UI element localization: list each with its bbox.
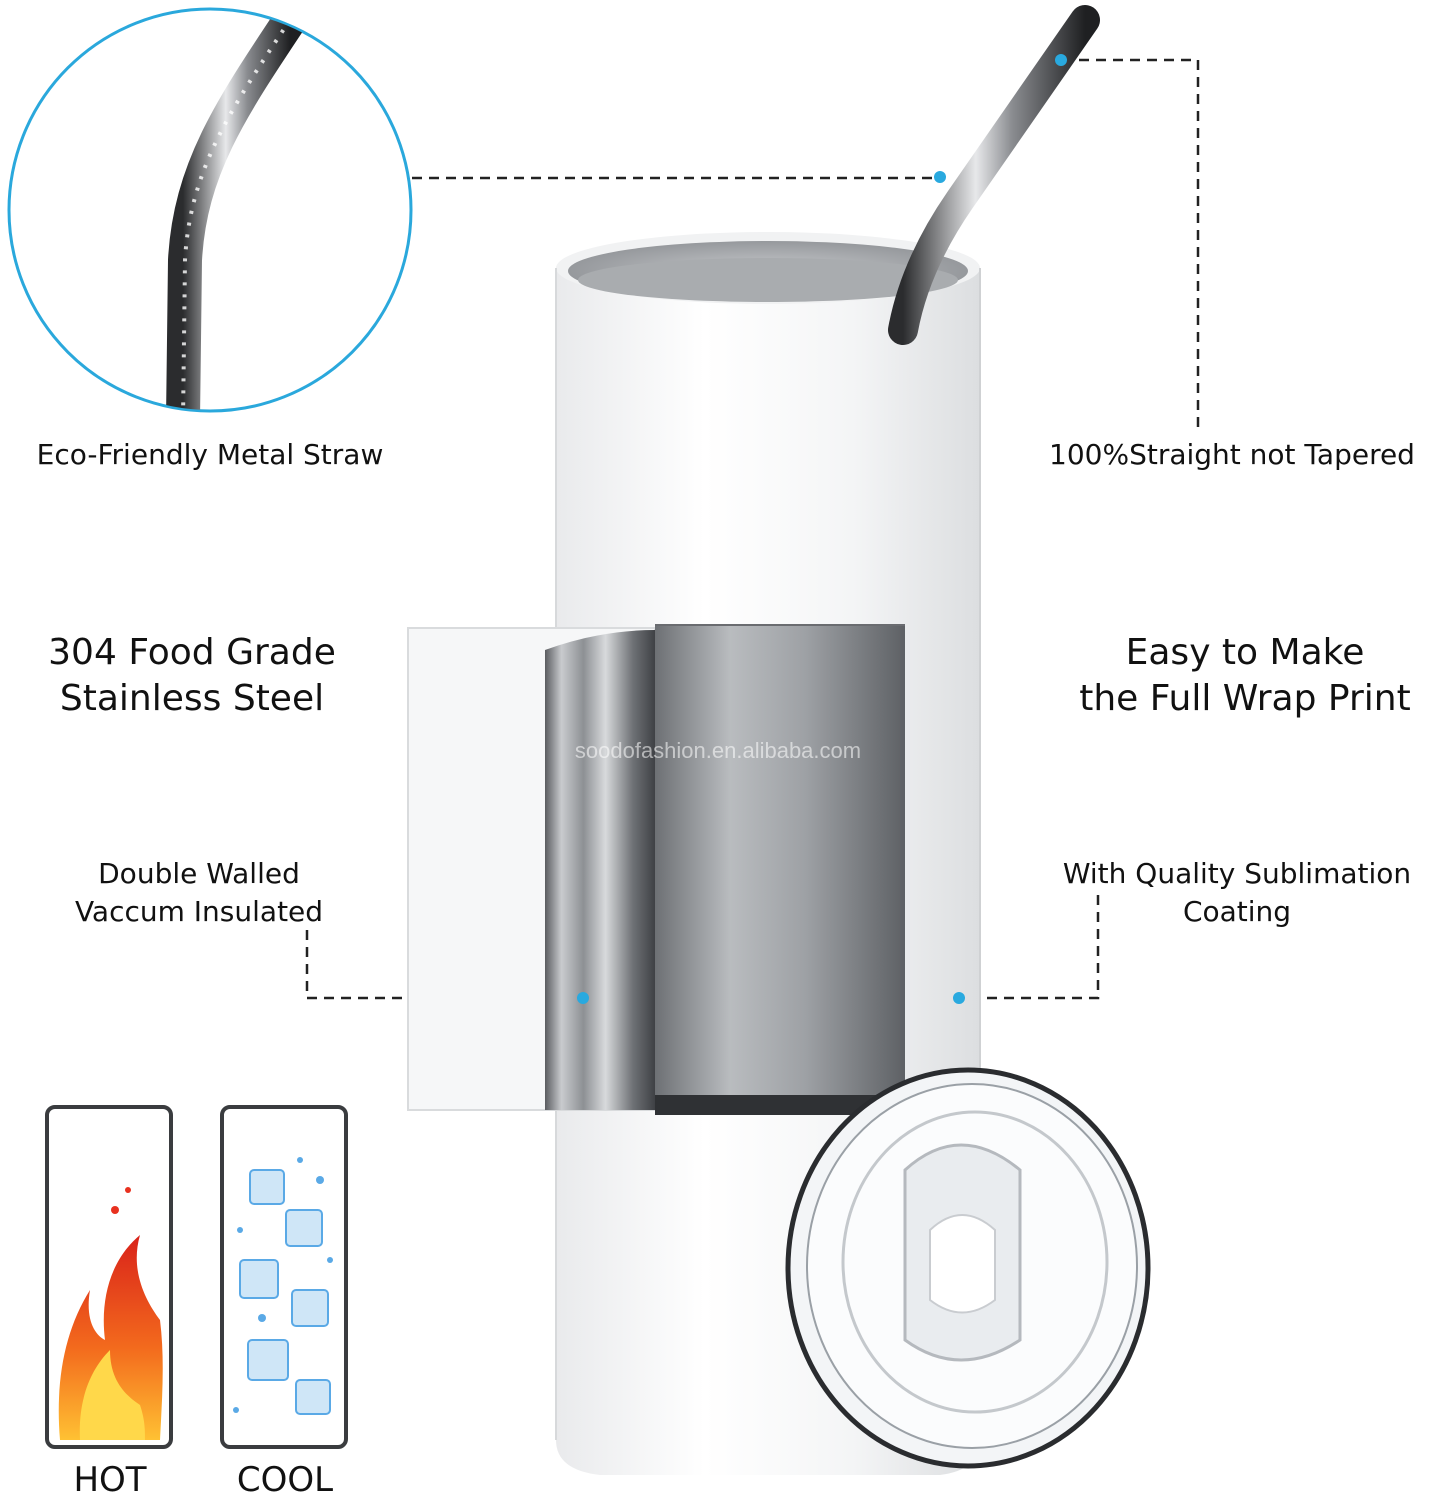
label-wrap-line2: the Full Wrap Print: [1079, 678, 1411, 719]
metal-straw: [888, 5, 1100, 345]
label-sublimation-coating: With Quality Sublimation Coating: [1040, 855, 1434, 931]
steel-inner-wall: [407, 624, 905, 1115]
ice-water-icon: [220, 1105, 348, 1449]
label-coating-line1: With Quality Sublimation: [1062, 857, 1412, 890]
connector-dots: [577, 54, 1067, 1004]
label-hot: HOT: [73, 1460, 147, 1500]
label-food-line1: 304 Food Grade: [48, 632, 336, 673]
label-full-wrap-print: Easy to Make the Full Wrap Print: [1040, 630, 1434, 722]
watermark-text: soodofashion.en.alibaba.com: [574, 738, 862, 763]
connector-lines: [305, 58, 1200, 1000]
fire-icon: [45, 1105, 173, 1449]
label-double-walled: Double Walled Vaccum Insulated: [40, 855, 358, 931]
label-food-grade-steel: 304 Food Grade Stainless Steel: [10, 630, 374, 722]
label-coating-line2: Coating: [1182, 895, 1292, 928]
label-wrap-line1: Easy to Make: [1125, 632, 1365, 673]
label-straight-not-tapered: 100%Straight not Tapered: [1049, 438, 1415, 471]
clear-lid: [785, 1067, 1151, 1469]
label-food-line2: Stainless Steel: [59, 678, 325, 719]
label-double-line2: Vaccum Insulated: [74, 895, 324, 928]
straw-closeup: [7, 7, 413, 413]
label-double-line1: Double Walled: [98, 857, 300, 890]
label-eco-friendly-straw: Eco-Friendly Metal Straw: [36, 438, 384, 471]
label-cool: COOL: [236, 1460, 334, 1500]
